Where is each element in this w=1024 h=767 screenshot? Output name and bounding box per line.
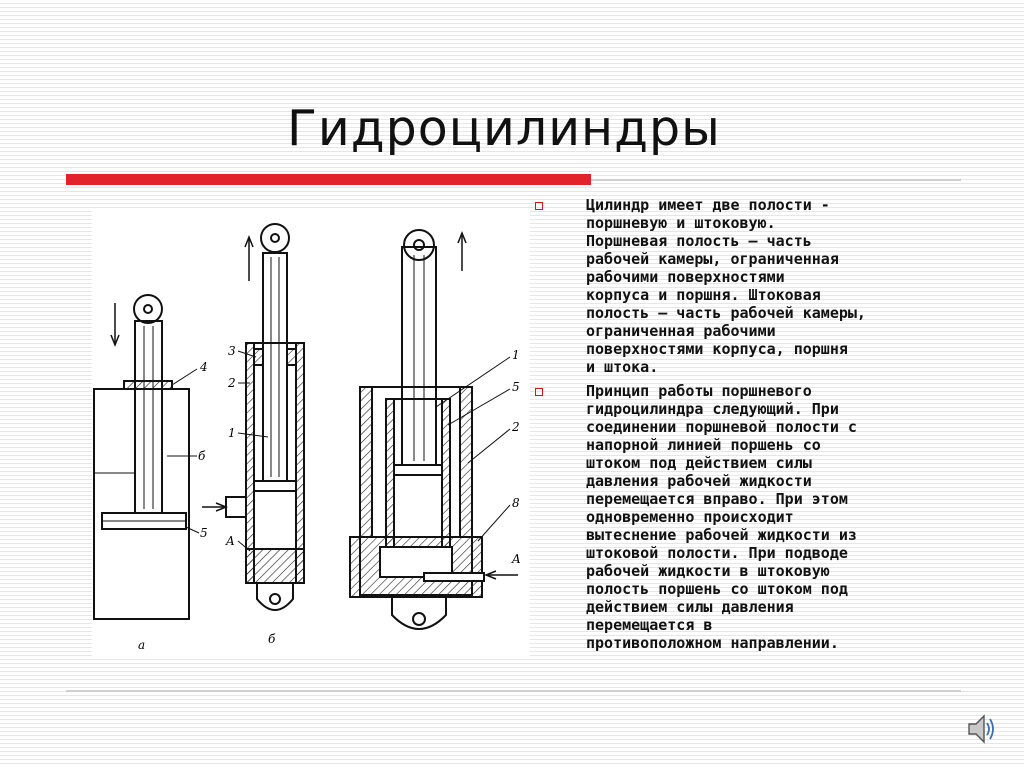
label-b-1: 1: [228, 426, 236, 440]
caption-a: a: [138, 638, 145, 652]
label-b-3: 3: [228, 344, 236, 358]
label-c-5: 5: [512, 380, 520, 394]
label-a-5: 5: [200, 526, 208, 540]
label-c-2: 2: [511, 420, 520, 434]
bullet-text: Принцип работы поршневого гидроцилиндра …: [586, 382, 857, 652]
bullet-list: Цилиндр имеет две полости - поршневую и …: [532, 196, 962, 658]
cylinder-a: [93, 294, 200, 620]
cylinder-c: [349, 229, 518, 630]
label-b-A: A: [225, 534, 235, 548]
label-c-8: 8: [512, 496, 520, 510]
bullet-square-icon: [535, 202, 543, 210]
bullet-text: Цилиндр имеет две полости - поршневую и …: [586, 196, 866, 376]
bullet-item: Цилиндр имеет две полости - поршневую и …: [532, 196, 962, 376]
bullet-item: Принцип работы поршневого гидроцилиндра …: [532, 382, 962, 652]
hydraulic-cylinder-diagram: 4 б 5 a 3 2 1 A: [92, 211, 530, 656]
cylinder-b: [202, 223, 305, 611]
label-a-4: 4: [199, 360, 208, 374]
speaker-icon[interactable]: [966, 712, 996, 746]
label-c-A: A: [511, 552, 521, 566]
footer-rule: [66, 690, 961, 692]
label-b-2: 2: [227, 376, 236, 390]
bullet-square-icon: [535, 388, 543, 396]
title-underline-accent: [66, 174, 591, 185]
label-a-b: б: [198, 449, 206, 463]
label-c-1: 1: [512, 348, 520, 362]
caption-b: б: [268, 632, 276, 646]
slide-title: Гидроцилиндры: [287, 100, 721, 157]
title-underline-rule: [591, 179, 961, 181]
